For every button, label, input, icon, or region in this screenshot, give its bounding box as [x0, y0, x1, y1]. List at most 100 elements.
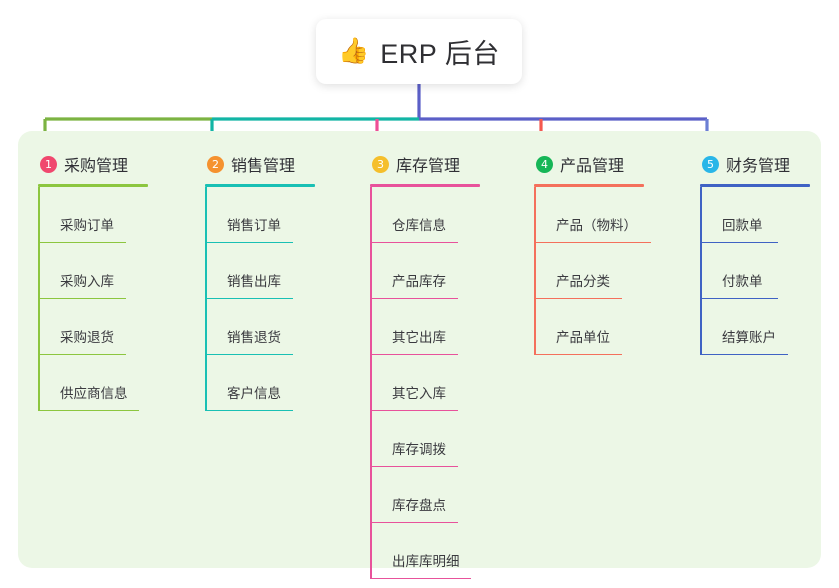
branch-spine-5	[700, 187, 702, 355]
branches-panel	[18, 131, 821, 568]
root-node[interactable]: 👍 ERP 后台	[316, 19, 522, 84]
leaf-item-underline	[370, 577, 471, 579]
leaf-item-label: 库存盘点	[392, 498, 446, 513]
leaf-item[interactable]: 产品（物料）	[534, 187, 651, 243]
leaf-item-underline	[205, 241, 293, 243]
leaf-item[interactable]: 结算账户	[700, 299, 810, 355]
leaf-item-underline	[700, 297, 778, 299]
leaf-item-label: 付款单	[722, 274, 763, 289]
leaf-item-underline	[370, 297, 458, 299]
branch-title-1: 采购管理	[64, 158, 129, 175]
leaf-item[interactable]: 出库库明细	[370, 523, 480, 579]
leaf-item[interactable]: 采购退货	[38, 299, 148, 355]
leaf-item-label: 产品（物料）	[556, 218, 637, 233]
leaf-item-label: 采购退货	[60, 330, 114, 345]
leaf-item[interactable]: 销售出库	[205, 243, 315, 299]
thumbs-up-icon: 👍	[338, 37, 370, 65]
leaf-item-label: 出库库明细	[392, 554, 460, 569]
branch-title-2: 销售管理	[231, 158, 296, 175]
leaf-item-label: 销售出库	[227, 274, 281, 289]
leaf-item-underline	[38, 297, 126, 299]
leaf-item[interactable]: 库存盘点	[370, 467, 480, 523]
leaf-item[interactable]: 销售订单	[205, 187, 315, 243]
leaf-item[interactable]: 采购订单	[38, 187, 148, 243]
branch-badge-4: 4	[536, 155, 553, 173]
branch-column-5: 5 财务管理回款单付款单结算账户	[700, 148, 810, 355]
branch-badge-3: 3	[372, 155, 389, 173]
leaf-item-label: 产品分类	[556, 274, 610, 289]
leaf-item-underline	[370, 521, 458, 523]
leaf-item-underline	[700, 353, 788, 355]
leaf-item-label: 仓库信息	[392, 218, 446, 233]
branch-items-2: 销售订单销售出库销售退货客户信息	[205, 187, 315, 411]
leaf-item-underline	[370, 241, 458, 243]
leaf-item-underline	[205, 297, 293, 299]
leaf-item-label: 销售退货	[227, 330, 281, 345]
leaf-item-underline	[534, 353, 622, 355]
leaf-item-label: 其它出库	[392, 330, 446, 345]
leaf-item-underline	[534, 297, 622, 299]
branch-header-5[interactable]: 5 财务管理	[700, 148, 810, 180]
leaf-item[interactable]: 产品库存	[370, 243, 480, 299]
leaf-item[interactable]: 产品单位	[534, 299, 644, 355]
leaf-item-label: 库存调拨	[392, 442, 446, 457]
branch-title-3: 库存管理	[396, 158, 461, 175]
leaf-item-underline	[205, 409, 293, 411]
branch-items-5: 回款单付款单结算账户	[700, 187, 810, 355]
leaf-item[interactable]: 仓库信息	[370, 187, 480, 243]
branch-header-1[interactable]: 1 采购管理	[38, 148, 148, 180]
leaf-item-underline	[534, 241, 651, 243]
leaf-item[interactable]: 付款单	[700, 243, 810, 299]
leaf-item-underline	[205, 353, 293, 355]
leaf-item[interactable]: 回款单	[700, 187, 810, 243]
branch-items-1: 采购订单采购入库采购退货供应商信息	[38, 187, 148, 411]
branch-spine-1	[38, 187, 40, 411]
leaf-item[interactable]: 供应商信息	[38, 355, 148, 411]
branch-spine-2	[205, 187, 207, 411]
branch-underline-5	[700, 184, 810, 187]
leaf-item-label: 其它入库	[392, 386, 446, 401]
leaf-item[interactable]: 其它入库	[370, 355, 480, 411]
branch-title-5: 财务管理	[726, 158, 791, 175]
leaf-item-label: 销售订单	[227, 218, 281, 233]
branch-title-4: 产品管理	[560, 158, 625, 175]
branch-header-4[interactable]: 4 产品管理	[534, 148, 644, 180]
branch-spine-4	[534, 187, 536, 355]
branch-underline-2	[205, 184, 315, 187]
branch-underline-3	[370, 184, 480, 187]
leaf-item-label: 回款单	[722, 218, 763, 233]
branch-column-1: 1 采购管理采购订单采购入库采购退货供应商信息	[38, 148, 148, 411]
leaf-item-underline	[370, 409, 458, 411]
branch-items-4: 产品（物料） 产品分类产品单位	[534, 187, 651, 355]
leaf-item-underline	[370, 465, 458, 467]
leaf-item[interactable]: 销售退货	[205, 299, 315, 355]
branch-underline-1	[38, 184, 148, 187]
leaf-item-underline	[700, 241, 778, 243]
branch-badge-1: 1	[40, 155, 57, 173]
leaf-item-underline	[370, 353, 458, 355]
leaf-item[interactable]: 客户信息	[205, 355, 315, 411]
leaf-item-label: 客户信息	[227, 386, 281, 401]
branch-underline-4	[534, 184, 644, 187]
branch-badge-5: 5	[702, 155, 719, 173]
leaf-item-label: 产品单位	[556, 330, 610, 345]
leaf-item-label: 产品库存	[392, 274, 446, 289]
branch-spine-3	[370, 187, 372, 579]
branch-header-3[interactable]: 3 库存管理	[370, 148, 480, 180]
leaf-item[interactable]: 产品分类	[534, 243, 644, 299]
branch-column-3: 3 库存管理仓库信息产品库存其它出库其它入库库存调拨库存盘点出库库明细	[370, 148, 480, 579]
leaf-item-underline	[38, 353, 126, 355]
leaf-item[interactable]: 其它出库	[370, 299, 480, 355]
branch-header-2[interactable]: 2 销售管理	[205, 148, 315, 180]
leaf-item-underline	[38, 241, 126, 243]
leaf-item-label: 采购订单	[60, 218, 114, 233]
branch-column-2: 2 销售管理销售订单销售出库销售退货客户信息	[205, 148, 315, 411]
leaf-item-label: 采购入库	[60, 274, 114, 289]
branch-badge-2: 2	[207, 155, 224, 173]
root-node-label: ERP 后台	[380, 39, 500, 69]
leaf-item-label: 结算账户	[722, 330, 776, 345]
leaf-item-label: 供应商信息	[60, 386, 128, 401]
leaf-item[interactable]: 采购入库	[38, 243, 148, 299]
leaf-item[interactable]: 库存调拨	[370, 411, 480, 467]
